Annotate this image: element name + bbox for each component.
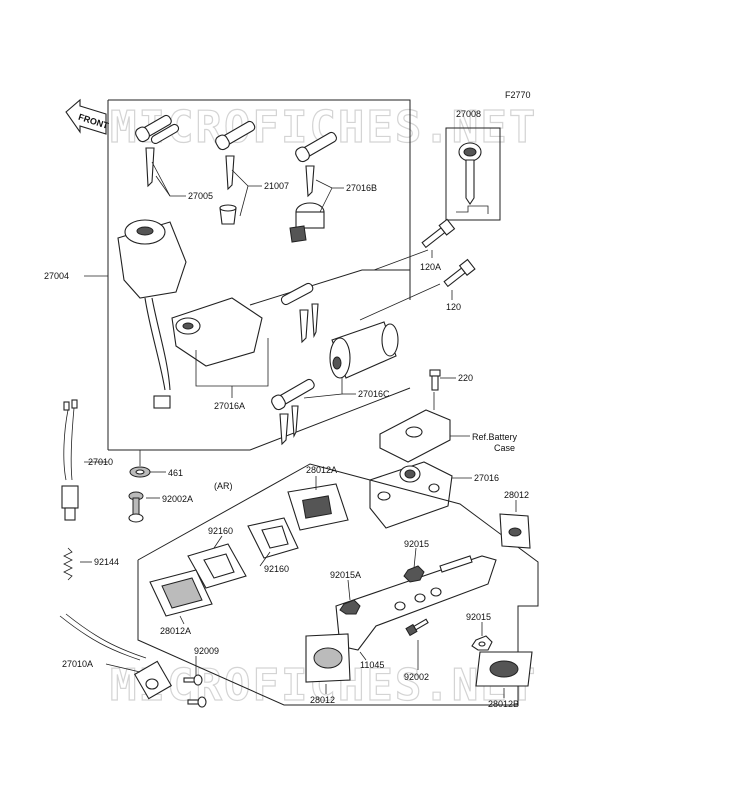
- label-92015-top: 92015: [404, 539, 429, 549]
- label-28012A-top: 28012A: [306, 465, 337, 475]
- reflector-28012B: [475, 651, 533, 687]
- wire-harness-27010: [61, 399, 79, 521]
- keys-27005: [135, 114, 180, 188]
- lamp-harness-27010A: [59, 613, 173, 700]
- gasket-92160-a: [247, 517, 299, 559]
- label-28012A-left: 28012A: [160, 626, 191, 636]
- part-labels: 27008 27005 21007 27016B 27004 120A 120 …: [44, 109, 529, 709]
- ref-note-line2: Case: [494, 443, 515, 453]
- washer-461: [129, 466, 151, 478]
- label-27016C: 27016C: [358, 389, 390, 399]
- label-220: 220: [458, 373, 473, 383]
- lock-holder-27016: [369, 461, 453, 529]
- label-92002: 92002: [404, 672, 429, 682]
- label-27016B: 27016B: [346, 183, 377, 193]
- label-27010A: 27010A: [62, 659, 93, 669]
- leader-lines: [80, 161, 517, 698]
- front-arrow-icon: FRONT: [65, 98, 110, 135]
- label-28012B: 28012B: [488, 699, 519, 709]
- nut-92015A: [339, 599, 361, 615]
- label-27008: 27008: [456, 109, 481, 119]
- ignition-switch-27004: [117, 219, 187, 409]
- reflector-28012A-top: [287, 483, 349, 531]
- kit-frame-ar: [137, 463, 539, 706]
- label-27016: 27016: [474, 473, 499, 483]
- reflector-28012-right: [499, 513, 531, 549]
- label-92002A: 92002A: [162, 494, 193, 504]
- keys-27016B: [289, 131, 337, 243]
- ref-note-line1: Ref.Battery: [472, 432, 518, 442]
- figure-code: F2770: [505, 90, 531, 100]
- key-box-27008: [445, 127, 501, 221]
- label-461: 461: [168, 468, 183, 478]
- label-11045: 11045: [360, 660, 384, 670]
- helmet-lock-27016C: [271, 321, 399, 446]
- label-92144: 92144: [94, 557, 119, 567]
- reflector-28012-bottom: [305, 633, 351, 683]
- label-28012-bottom: 28012: [310, 695, 335, 705]
- label-21007: 21007: [264, 181, 289, 191]
- bolt-120: [443, 258, 476, 288]
- spring-92144: [63, 547, 73, 581]
- nut-92015-top: [403, 565, 425, 583]
- bolt-92002A: [128, 491, 144, 523]
- label-27016A: 27016A: [214, 401, 245, 411]
- label-27005: 27005: [188, 191, 213, 201]
- kit-frame-27004: [107, 99, 411, 451]
- bracket-11045: [335, 555, 497, 651]
- label-92160-a: 92160: [208, 526, 233, 536]
- bracket-ref-battery: [379, 409, 451, 463]
- bolt-220: [429, 369, 441, 391]
- keys-21007: [215, 120, 256, 225]
- label-92015A: 92015A: [330, 570, 361, 580]
- label-92015-right: 92015: [466, 612, 491, 622]
- screws-92009: [183, 674, 207, 708]
- label-120A: 120A: [420, 262, 441, 272]
- bolt-92002: [405, 618, 429, 637]
- reflector-28012A-left: [149, 569, 213, 617]
- label-27004: 27004: [44, 271, 69, 281]
- label-92009: 92009: [194, 646, 219, 656]
- label-27010: 27010: [88, 457, 113, 467]
- nut-92015-right: [471, 635, 493, 651]
- bolt-120A: [421, 218, 456, 249]
- ar-note: (AR): [214, 481, 233, 491]
- label-92160-b: 92160: [264, 564, 289, 574]
- seat-lock-27016A: [171, 282, 319, 367]
- label-120: 120: [446, 302, 461, 312]
- label-28012-right: 28012: [504, 490, 529, 500]
